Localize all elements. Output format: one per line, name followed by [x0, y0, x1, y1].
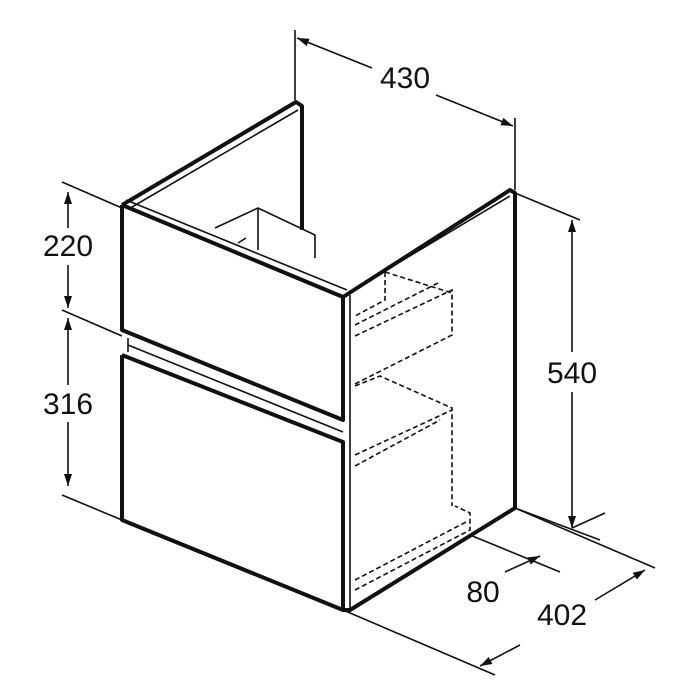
- dimension-top-drawer: 220: [43, 181, 123, 337]
- side-panel: [341, 188, 517, 612]
- dimension-setback: 80: [466, 512, 606, 609]
- top-drawer-top-edge: [125, 199, 348, 291]
- bottom-drawer-label: 316: [43, 388, 93, 421]
- height-label: 540: [547, 357, 597, 390]
- top-drawer-front: [120, 203, 345, 422]
- back-panel-inner-edge: [131, 109, 299, 208]
- dimension-width: 430: [294, 30, 516, 190]
- cabinet: [120, 100, 517, 612]
- dimension-height: 540: [514, 192, 601, 541]
- dimension-bottom-drawer: 316: [43, 318, 123, 521]
- back-panel: [120, 100, 304, 230]
- side-panel-edge: [347, 195, 511, 610]
- internal-drawer-outline: [354, 271, 471, 591]
- setback-label: 80: [466, 576, 499, 609]
- top-drawer-label: 220: [43, 230, 93, 263]
- siphon-cutout: [214, 207, 316, 258]
- bottom-drawer-front: [120, 353, 345, 612]
- depth-label: 402: [537, 599, 587, 632]
- dimension-depth: 402: [342, 507, 656, 676]
- drawer-gap: [127, 338, 344, 433]
- width-label: 430: [380, 62, 430, 95]
